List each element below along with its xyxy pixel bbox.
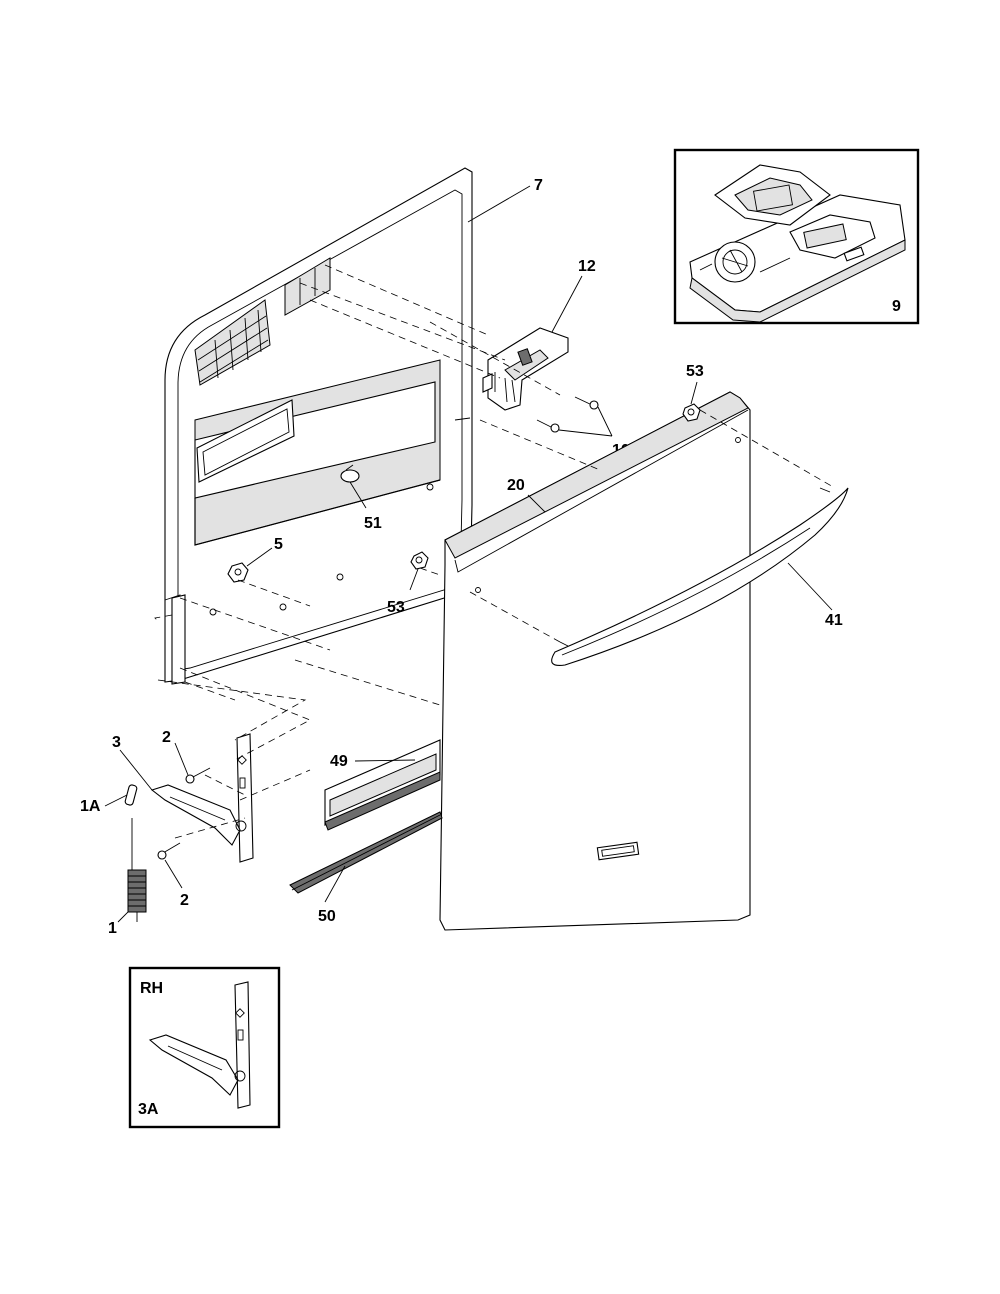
screw-top bbox=[185, 767, 211, 784]
bottom-seal bbox=[289, 811, 443, 894]
hinge-arm bbox=[150, 733, 254, 863]
detergent-dispenser-illustration bbox=[689, 164, 906, 323]
label-nut-left: 53 bbox=[387, 599, 405, 616]
label-nut-liner: 5 bbox=[274, 536, 283, 553]
door-latch bbox=[482, 327, 569, 411]
label-trim-strip: 49 bbox=[330, 753, 348, 770]
assembly-lines bbox=[154, 264, 836, 839]
spring bbox=[127, 818, 147, 922]
inner-door-liner bbox=[164, 167, 473, 685]
nut-left bbox=[410, 551, 429, 570]
link bbox=[124, 784, 138, 806]
trim-strip bbox=[324, 739, 441, 831]
screw-bottom bbox=[157, 842, 181, 860]
label-hinge-arm: 3 bbox=[112, 734, 121, 751]
label-nut-top: 53 bbox=[686, 363, 704, 380]
label-inset-part: 3A bbox=[138, 1101, 159, 1118]
dispenser-inset: 9 bbox=[673, 148, 920, 325]
label-latch: 12 bbox=[578, 258, 596, 275]
label-detergent-dispenser: 9 bbox=[892, 298, 901, 315]
rh-hinge-illustration bbox=[148, 981, 251, 1109]
label-handle: 41 bbox=[825, 612, 843, 629]
nut-top bbox=[682, 403, 701, 422]
label-screw-bottom: 2 bbox=[180, 892, 189, 909]
vent-grid bbox=[194, 299, 271, 386]
label-link: 1A bbox=[80, 798, 101, 815]
outer-door-panel bbox=[439, 391, 751, 931]
label-door-liner: 7 bbox=[534, 177, 543, 194]
door-handle bbox=[551, 487, 849, 667]
label-screw-top: 2 bbox=[162, 729, 171, 746]
label-vent-knob: 51 bbox=[364, 515, 382, 532]
label-outer-panel: 20 bbox=[507, 477, 525, 494]
label-spring: 1 bbox=[108, 920, 117, 937]
rh-hinge-inset: RH 3A bbox=[128, 966, 281, 1129]
label-inset-rh: RH bbox=[140, 980, 163, 997]
nut-liner bbox=[227, 562, 249, 583]
latch-screws bbox=[536, 396, 599, 433]
label-bottom-seal: 50 bbox=[318, 908, 336, 925]
